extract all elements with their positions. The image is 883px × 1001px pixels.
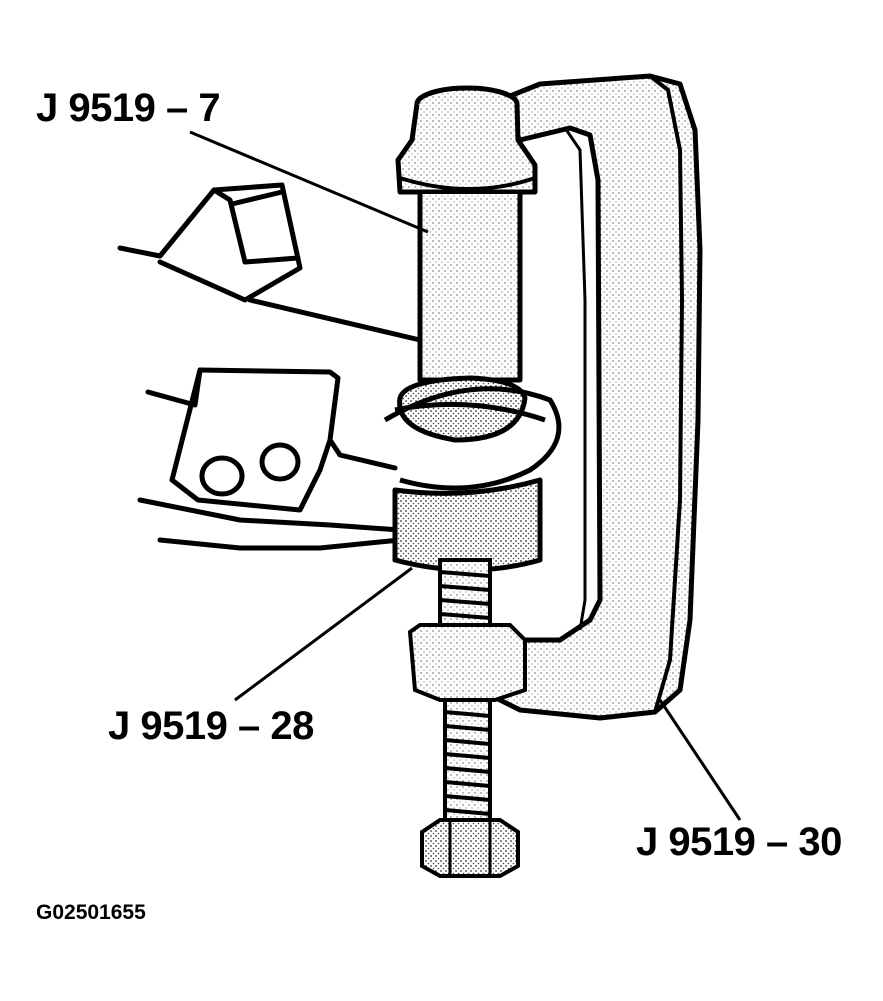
forcing-screw: [407, 558, 527, 878]
callout-frame-label: J 9519 – 30: [636, 820, 842, 864]
receiver-cup: [395, 85, 538, 443]
callout-receiver-label: J 9519 – 7: [36, 86, 221, 130]
adapter-cup: [392, 477, 543, 573]
leader-adapter: [234, 566, 413, 702]
c-frame: [487, 73, 703, 721]
leader-lines: [189, 130, 742, 821]
control-arm: [117, 182, 483, 551]
ball-joint-ring: [383, 386, 562, 491]
leader-receiver: [189, 130, 429, 234]
callout-adapter-label: J 9519 – 28: [108, 704, 314, 748]
figure-id: G02501655: [36, 901, 146, 924]
leader-frame: [658, 699, 742, 821]
